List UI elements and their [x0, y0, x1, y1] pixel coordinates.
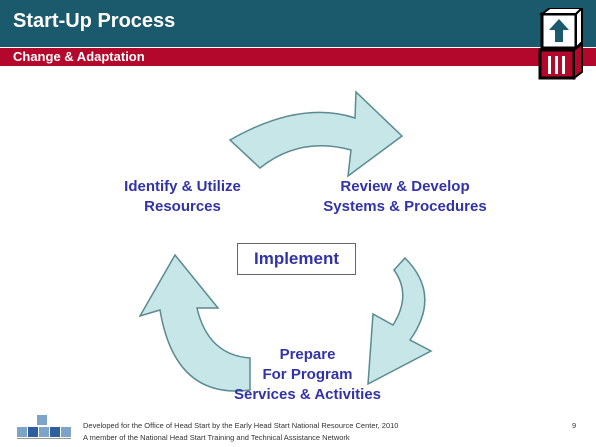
ehs-nrc-logo-icon: [17, 415, 71, 439]
cycle-arrow-bottom-left: [138, 253, 251, 392]
label-identify-resources: Identify & Utilize Resources: [124, 178, 241, 215]
footer-credit: Developed for the Office of Head Start b…: [83, 421, 399, 430]
label-prepare-services: Prepare For Program Services & Activitie…: [233, 346, 382, 403]
implement-label: Implement: [253, 249, 340, 268]
block-logo-icon: [538, 8, 584, 80]
page-number: 9: [572, 421, 577, 430]
title-bar: Start-Up Process: [0, 0, 596, 47]
implement-box: Implement: [237, 243, 356, 275]
label-review-develop: Review & Develop Systems & Procedures: [323, 178, 487, 215]
cycle-diagram: [138, 90, 433, 392]
cycle-arrow-top: [228, 90, 404, 178]
slide-subtitle: Change & Adaptation: [13, 49, 145, 64]
footer-network: A member of the National Head Start Trai…: [83, 433, 350, 442]
subtitle-bar: Change & Adaptation: [0, 48, 596, 66]
cycle-arrow-right: [367, 256, 433, 386]
slide-title: Start-Up Process: [13, 10, 176, 32]
